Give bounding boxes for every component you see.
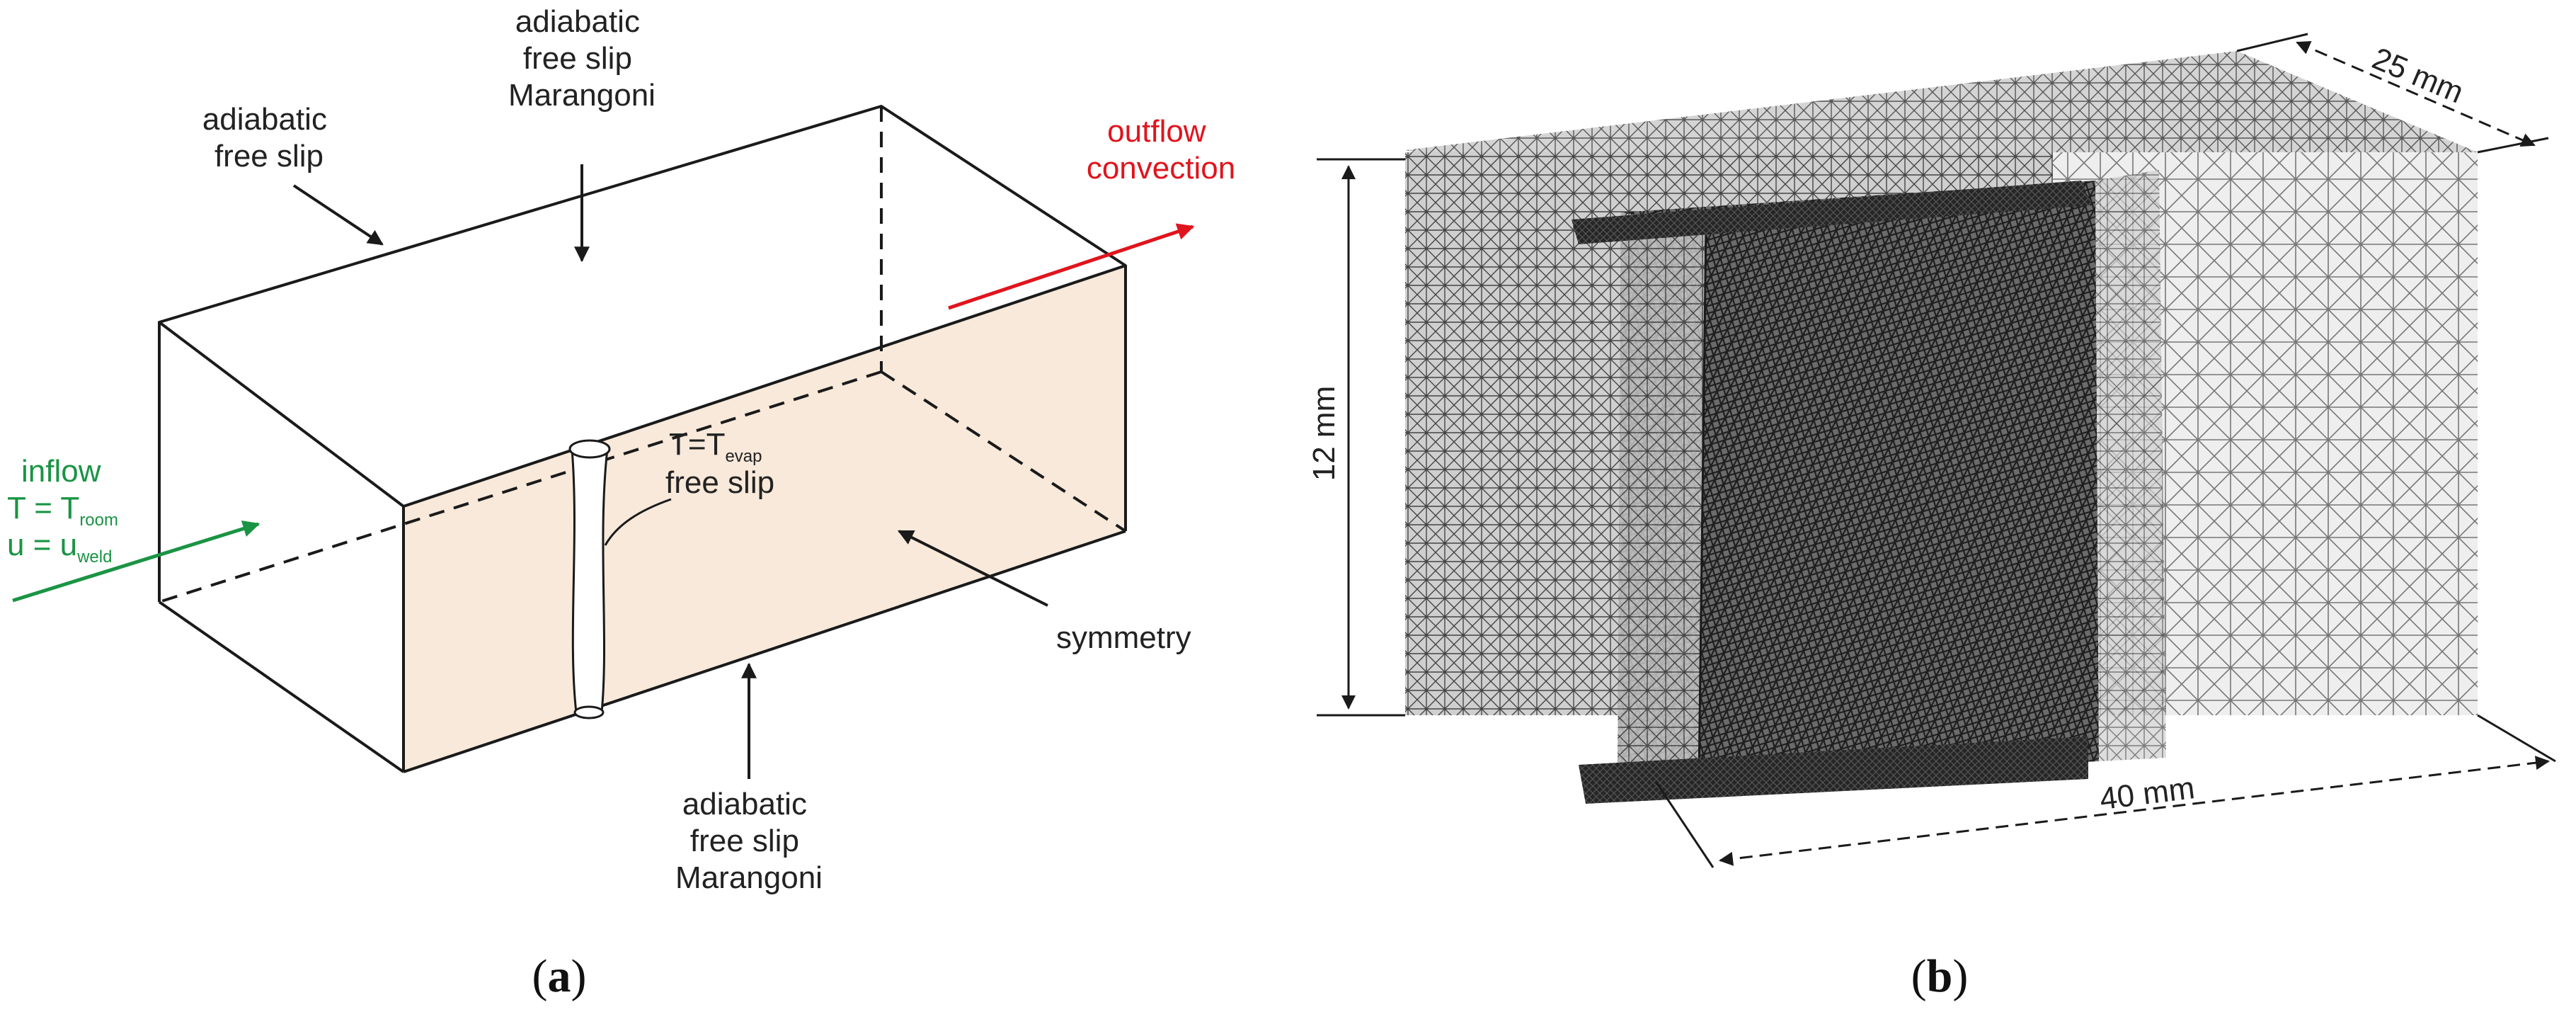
caption-a: (a) (532, 950, 587, 1002)
depth-label: 25 mm (2367, 41, 2468, 110)
hidden-edges (159, 106, 1127, 603)
symmetry-face (403, 266, 1126, 772)
panel-b: 12 mm 25 mm 40 mm (b) (1307, 33, 2556, 1002)
panel-a: adiabatic free slip adiabatic free slip … (7, 4, 1235, 1002)
caption-b: (b) (1911, 950, 1969, 1002)
evap-leader (604, 498, 672, 546)
top-center-label: adiabatic free slip Marangoni (508, 4, 656, 113)
top-left-label: adiabatic free slip (202, 102, 336, 173)
inflow-velocity: u = uweld (7, 528, 112, 567)
bottom-label: adiabatic free slip Marangoni (675, 787, 823, 895)
outflow-label: outflow convection (1087, 114, 1235, 186)
length-dimension (1719, 756, 2550, 866)
symmetry-arrow (898, 530, 1048, 607)
depth-dimension (2296, 40, 2536, 147)
domain-box (158, 105, 1127, 773)
mesh-side-band (1618, 212, 1706, 783)
evaporation-temperature: T=Tevap (669, 427, 762, 466)
mesh-refined-zone (1618, 181, 2099, 783)
outflow-arrow (948, 223, 1195, 310)
keyhole (568, 439, 611, 719)
inflow-temperature: T = Troom (7, 491, 118, 530)
top-left-arrow (292, 184, 384, 246)
inflow-title: inflow (21, 454, 101, 489)
height-label: 12 mm (1307, 386, 1341, 481)
evaporation-slip: free slip (665, 465, 774, 500)
length-label: 40 mm (2098, 770, 2197, 817)
symmetry-label: symmetry (1056, 620, 1191, 655)
inflow-arrow (12, 520, 261, 603)
mesh-top-band (1572, 181, 2092, 244)
dimension-lines (1317, 33, 2556, 868)
mesh-dense-transition (2095, 170, 2166, 761)
